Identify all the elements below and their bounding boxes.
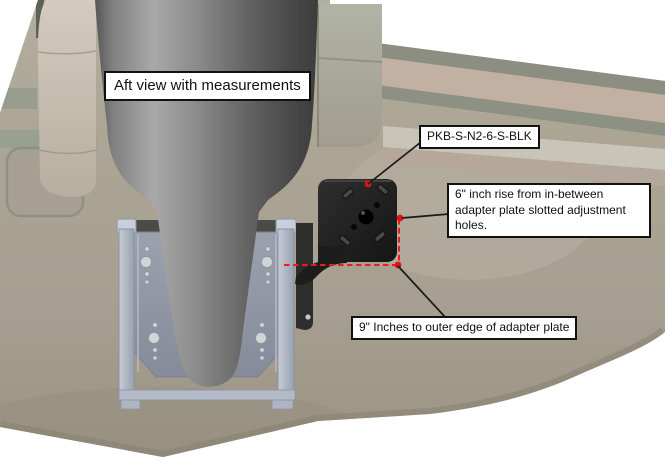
bracket-center-hole bbox=[358, 209, 374, 225]
assembly-foot-right bbox=[271, 399, 294, 410]
rise-note-label: 6" inch rise from in-between adapter pla… bbox=[447, 183, 651, 238]
bracket-corner-slots bbox=[339, 184, 389, 246]
gunwale-pink-band bbox=[330, 57, 665, 123]
bracket-small-hole-upper bbox=[374, 202, 380, 208]
bracket-small-hole-lower bbox=[351, 224, 357, 230]
transom-post-seam bbox=[317, 57, 383, 63]
anchor-dot-rise bbox=[396, 214, 404, 222]
edge-strip-bolt bbox=[305, 314, 311, 320]
measurement-dashed-lines bbox=[284, 219, 400, 266]
bolt-cluster-bottom-right bbox=[255, 322, 267, 361]
assembly-base-bar bbox=[118, 389, 296, 401]
transom-post bbox=[318, 4, 382, 147]
bracket-center-hole-glint bbox=[361, 211, 365, 215]
leader-part bbox=[367, 141, 422, 185]
console-block bbox=[37, 0, 96, 198]
deck-step-left bbox=[0, 88, 37, 109]
part-number-label: PKB-S-N2-6-S-BLK bbox=[419, 125, 540, 149]
bolt-cluster-top-left bbox=[140, 246, 152, 285]
rail-left bbox=[118, 228, 135, 393]
console-seam-lower bbox=[38, 149, 97, 155]
gunwale-rim-band bbox=[330, 43, 665, 95]
leader-width bbox=[397, 265, 447, 319]
rail-right bbox=[277, 228, 295, 393]
bolt-cluster-top-right bbox=[261, 246, 273, 285]
view-title-label: Aft view with measurements bbox=[104, 71, 311, 101]
assembly-foot-left bbox=[120, 399, 141, 410]
console-seam-upper bbox=[37, 50, 97, 55]
transom-lower-band bbox=[383, 147, 665, 186]
bolt-cluster-bottom-left bbox=[148, 322, 160, 361]
gunwale-green-band bbox=[330, 85, 665, 136]
callout-leader-lines bbox=[367, 141, 450, 319]
leader-rise bbox=[401, 213, 450, 219]
width-note-label: 9" Inches to outer edge of adapter plate bbox=[351, 316, 578, 340]
